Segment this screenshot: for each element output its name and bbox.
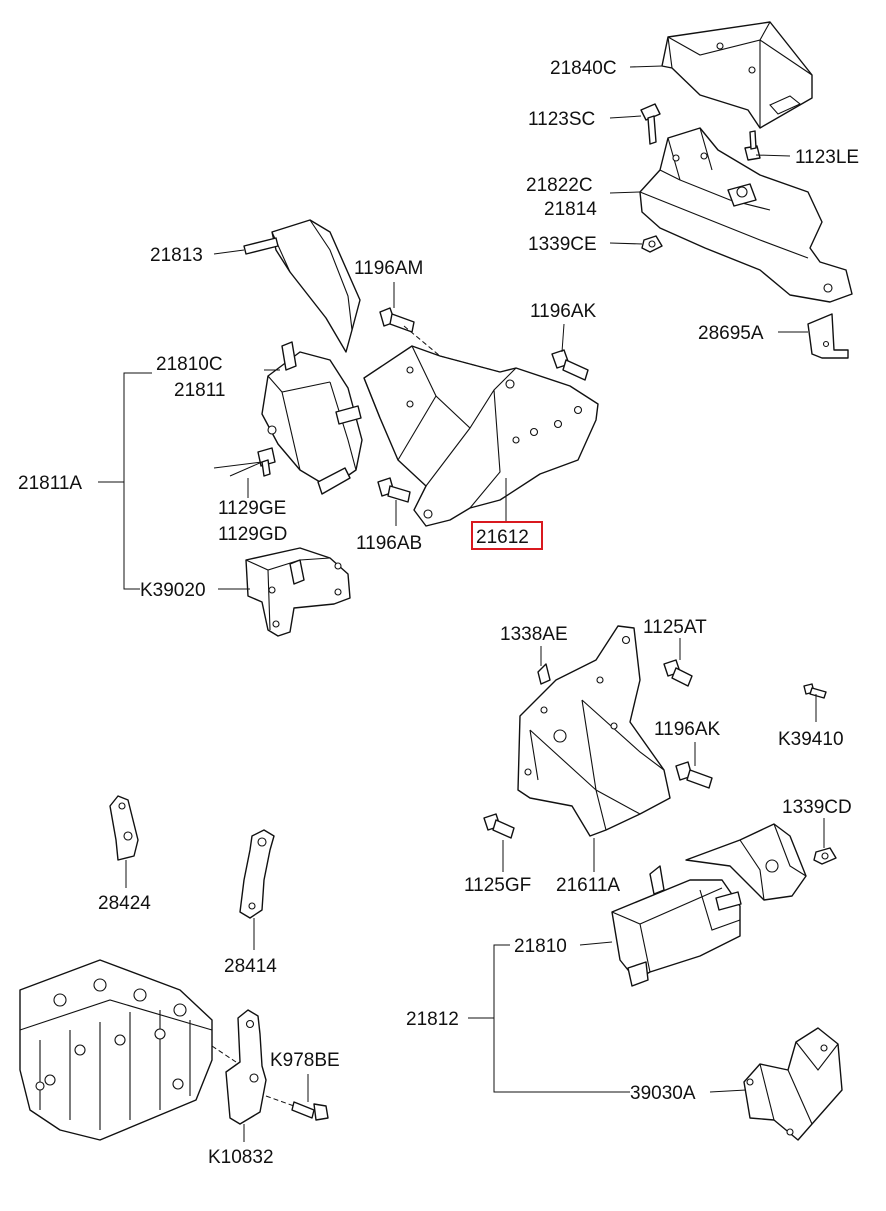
part-labels: 21840C 1123SC 1123LE 21822C 21814 1339CE… bbox=[18, 58, 859, 1168]
highlight-box-21612 bbox=[471, 521, 543, 550]
transmission-mount-21822c bbox=[639, 127, 853, 303]
label-28414[interactable]: 28414 bbox=[224, 956, 277, 977]
bolt-1125gf bbox=[483, 813, 515, 839]
heat-plate-21810 bbox=[685, 823, 807, 901]
label-21811a[interactable]: 21811A bbox=[18, 473, 82, 494]
bracket-k39020 bbox=[245, 547, 351, 637]
bolt-1129ge bbox=[257, 447, 276, 477]
label-1123le[interactable]: 1123LE bbox=[795, 147, 859, 168]
label-k39410[interactable]: K39410 bbox=[778, 729, 844, 750]
bolt-1123sc bbox=[640, 103, 661, 145]
label-21810[interactable]: 21810 bbox=[514, 936, 567, 957]
label-21811[interactable]: 21811 bbox=[174, 380, 225, 401]
label-1196ab[interactable]: 1196AB bbox=[356, 533, 422, 554]
bracket-k10832 bbox=[225, 1009, 267, 1125]
label-k978be[interactable]: K978BE bbox=[270, 1050, 340, 1071]
label-1196ak-top[interactable]: 1196AK bbox=[530, 301, 597, 322]
label-1196ak-mid[interactable]: 1196AK bbox=[654, 719, 721, 740]
label-k39020[interactable]: K39020 bbox=[140, 580, 206, 601]
bolt-1196ak-mid bbox=[675, 761, 713, 789]
label-21840c[interactable]: 21840C bbox=[550, 58, 617, 79]
engine-mount-21810 bbox=[611, 865, 742, 987]
nut-1339ce bbox=[641, 235, 663, 253]
bracket-39030a bbox=[743, 1027, 843, 1141]
bracket-21611a bbox=[517, 625, 671, 837]
label-1125gf[interactable]: 1125GF bbox=[464, 875, 531, 896]
label-28424[interactable]: 28424 bbox=[98, 893, 151, 914]
engine-mount-21810c bbox=[261, 341, 363, 495]
label-21612[interactable]: 21612 bbox=[476, 527, 529, 548]
label-1129ge[interactable]: 1129GE bbox=[218, 498, 286, 519]
bolt-k978be bbox=[291, 1101, 329, 1121]
label-1125at[interactable]: 1125AT bbox=[643, 617, 707, 638]
nut-1339cd bbox=[813, 847, 837, 865]
label-21822c[interactable]: 21822C bbox=[526, 175, 593, 196]
insulator-cover-21840c bbox=[661, 21, 813, 129]
label-k10832[interactable]: K10832 bbox=[208, 1147, 274, 1168]
cylinder-head bbox=[19, 959, 213, 1141]
label-1339cd[interactable]: 1339CD bbox=[782, 797, 852, 818]
label-39030a[interactable]: 39030A bbox=[630, 1083, 696, 1104]
label-1123sc[interactable]: 1123SC bbox=[528, 109, 595, 130]
leader-lines bbox=[98, 65, 825, 1142]
label-21814[interactable]: 21814 bbox=[544, 199, 597, 220]
label-1196am[interactable]: 1196AM bbox=[354, 258, 423, 279]
label-1129gd[interactable]: 1129GD bbox=[218, 524, 287, 545]
label-21812[interactable]: 21812 bbox=[406, 1009, 459, 1030]
label-21813[interactable]: 21813 bbox=[150, 245, 203, 266]
bolt-1196am bbox=[379, 307, 415, 333]
bolt-k39410 bbox=[803, 683, 827, 699]
stud-1338ae bbox=[537, 663, 551, 685]
bolt-1196ak-top bbox=[551, 349, 589, 381]
label-21611a[interactable]: 21611A bbox=[556, 875, 620, 896]
bracket-28424 bbox=[109, 795, 139, 861]
label-1338ae[interactable]: 1338AE bbox=[500, 624, 568, 645]
label-1339ce[interactable]: 1339CE bbox=[528, 234, 597, 255]
label-21810c[interactable]: 21810C bbox=[156, 354, 223, 375]
bracket-28695a bbox=[807, 313, 849, 359]
bolt-1125at bbox=[663, 659, 693, 687]
label-28695a[interactable]: 28695A bbox=[698, 323, 764, 344]
support-bracket-21612 bbox=[363, 345, 599, 527]
bolt-1196ab bbox=[377, 477, 411, 503]
heat-protector-21813 bbox=[243, 219, 361, 353]
bolt-1123le bbox=[744, 130, 761, 161]
bracket-28414 bbox=[239, 829, 275, 919]
